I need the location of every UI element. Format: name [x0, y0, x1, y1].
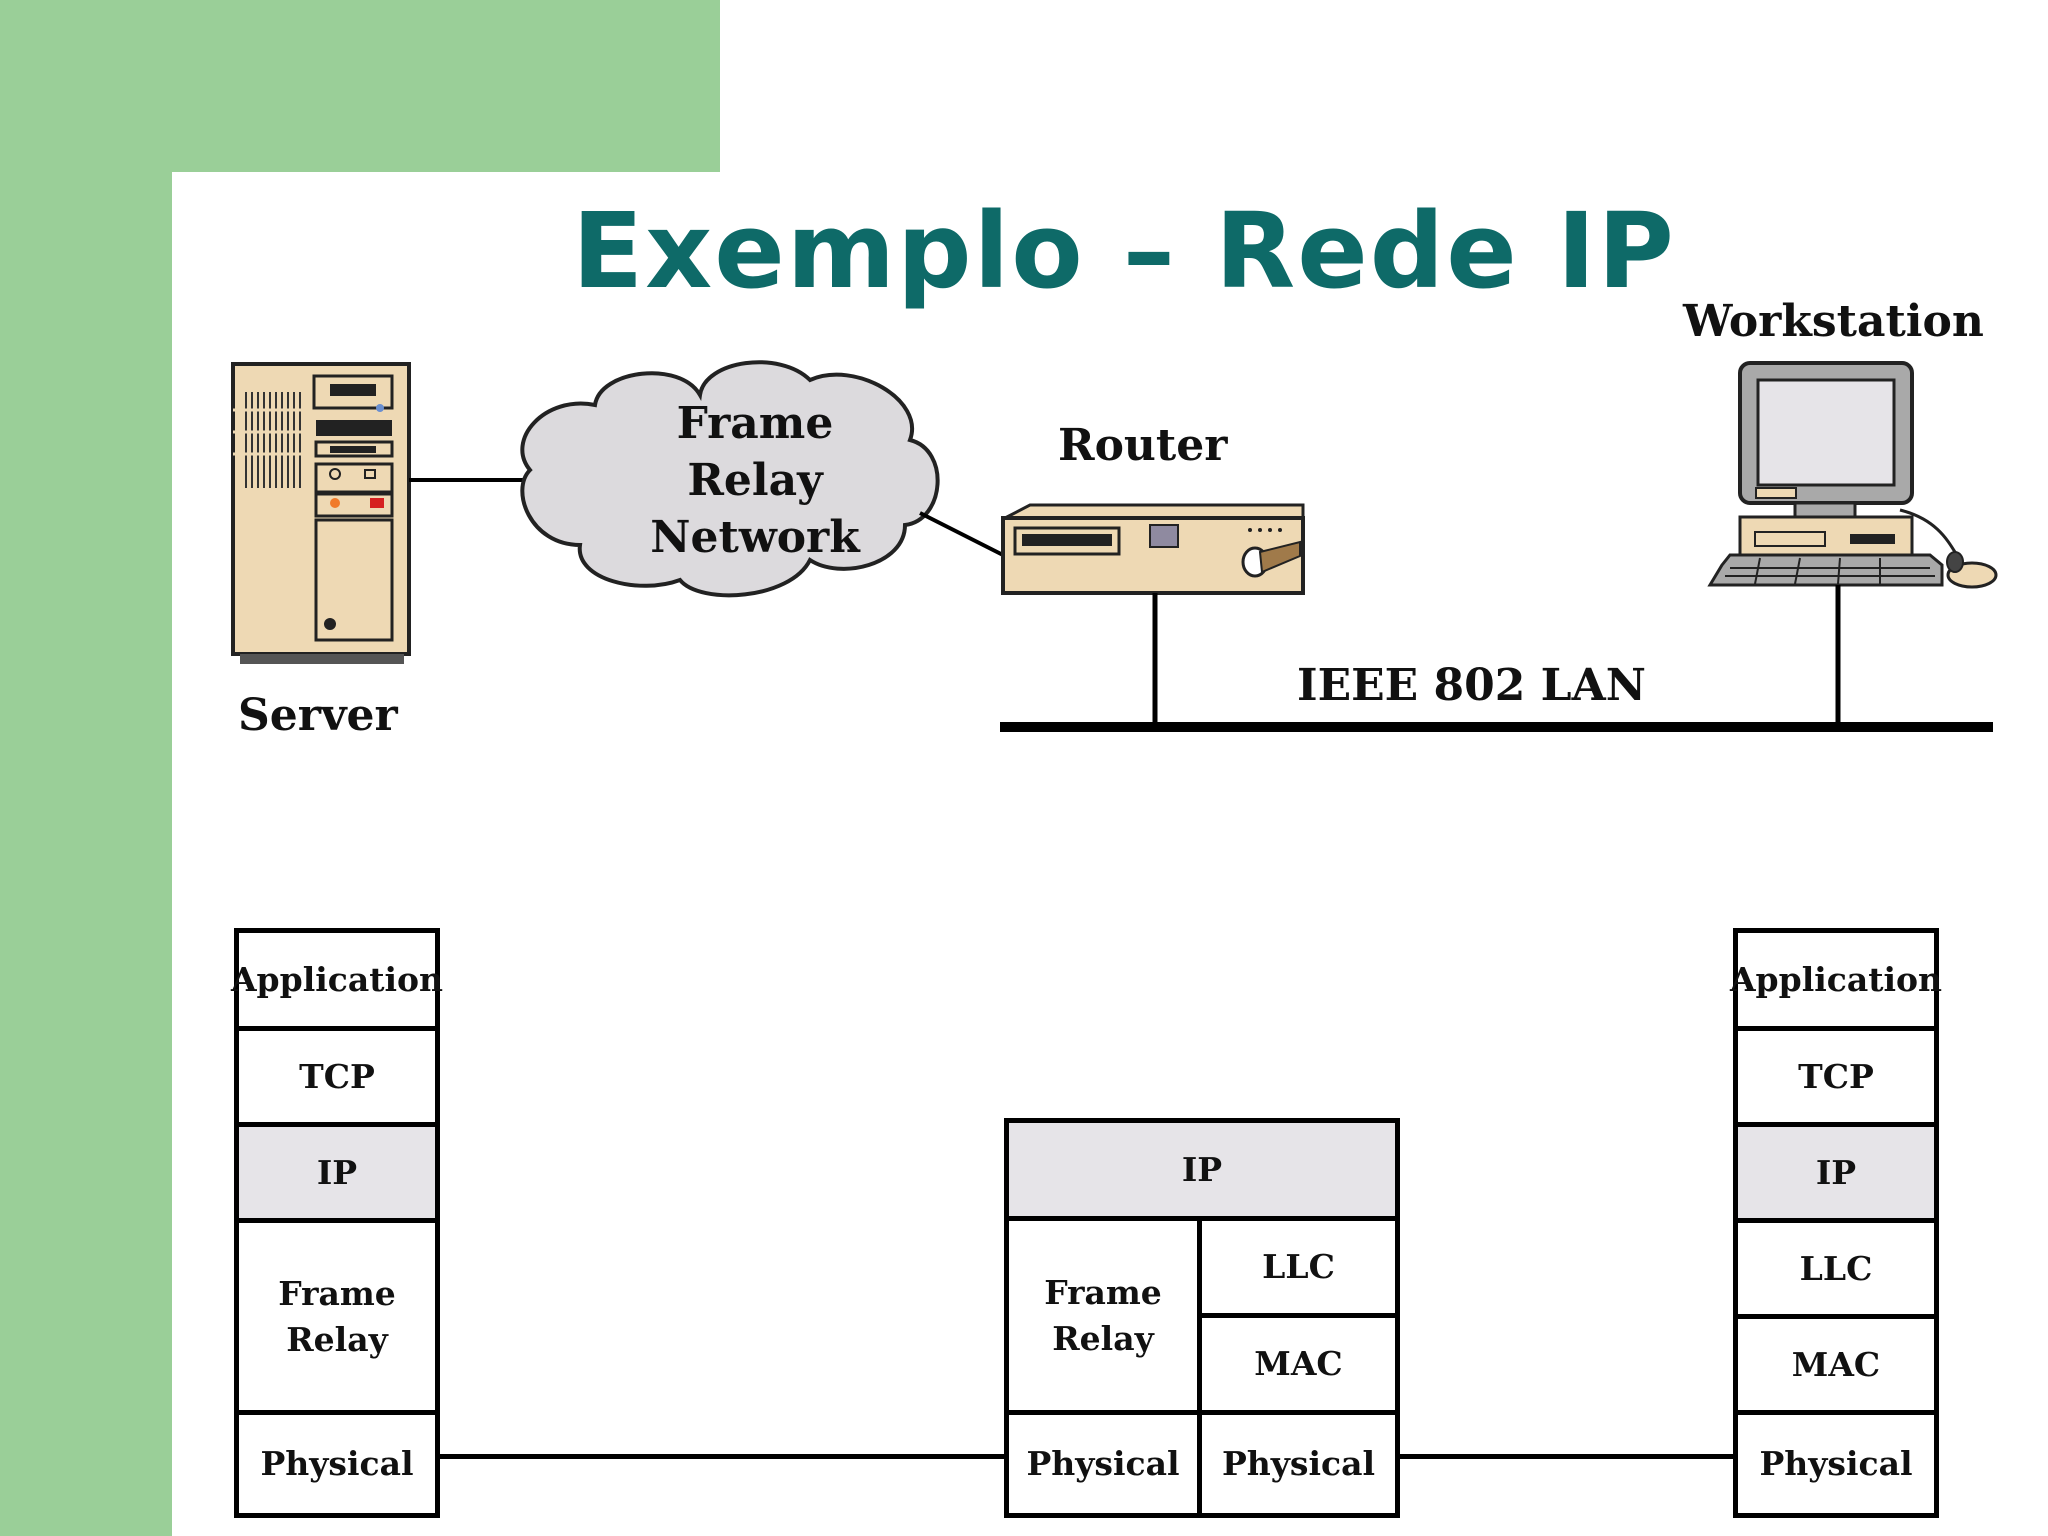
workstation-mac-text: MAC	[1791, 1344, 1881, 1384]
workstation-protocol-stack: Application TCP IP LLC MAC Physical	[1730, 928, 1942, 1518]
workstation-llc-text: LLC	[1799, 1248, 1873, 1288]
router-physical-left-text: Physical	[1026, 1444, 1180, 1483]
workstation-label: Workstation	[1683, 296, 1984, 347]
server-layer-tcp: TCP	[239, 1031, 435, 1122]
server-label: Server	[238, 690, 398, 741]
router-label: Router	[1058, 420, 1228, 471]
server-ip-text: IP	[316, 1152, 358, 1192]
server-layer-physical: Physical	[239, 1415, 435, 1513]
physical-link-router-workstation	[1400, 1454, 1733, 1459]
router-layer-mac: MAC	[1202, 1318, 1395, 1410]
router-llc-text: LLC	[1262, 1247, 1335, 1286]
frame-relay-cloud	[520, 360, 940, 598]
server-layer-ip: IP	[239, 1127, 435, 1218]
router-icon	[1001, 503, 1305, 595]
router-frame-relay-line-2: Relay	[1052, 1318, 1154, 1358]
router-mac-text: MAC	[1254, 1344, 1343, 1383]
cloud-label: Frame Relay Network	[630, 395, 880, 566]
server-application-text: Application	[230, 959, 444, 999]
workstation-ip-text: IP	[1815, 1152, 1857, 1192]
router-layer-physical-left: Physical	[1009, 1415, 1197, 1513]
workstation-layer-application: Application	[1730, 933, 1942, 1026]
cloud-label-line-3: Network	[650, 512, 860, 563]
cloud-label-line-2: Relay	[687, 455, 823, 506]
server-layer-frame-relay: Frame Relay	[239, 1223, 435, 1410]
router-protocol-stack: IP Frame Relay LLC MAC Physical Physical	[1004, 1118, 1400, 1518]
server-protocol-stack: Application TCP IP Frame Relay Physical	[231, 928, 443, 1518]
server-tcp-text: TCP	[299, 1056, 375, 1096]
workstation-layer-tcp: TCP	[1738, 1031, 1934, 1122]
workstation-tcp-text: TCP	[1798, 1056, 1874, 1096]
cloud-label-line-1: Frame	[676, 398, 834, 449]
router-layer-frame-relay: Frame Relay	[1009, 1221, 1197, 1410]
workstation-layer-physical: Physical	[1738, 1415, 1934, 1513]
router-physical-right-text: Physical	[1221, 1444, 1376, 1483]
server-physical-text: Physical	[260, 1444, 414, 1483]
router-frame-relay-line-1: Frame	[1044, 1272, 1162, 1312]
router-layer-llc: LLC	[1202, 1221, 1395, 1313]
router-layer-physical-right: Physical	[1202, 1415, 1395, 1513]
workstation-icon	[1707, 361, 1998, 589]
workstation-layer-ip: IP	[1738, 1127, 1934, 1218]
server-frame-relay-line-1: Frame	[278, 1273, 396, 1313]
workstation-layer-mac: MAC	[1738, 1319, 1934, 1410]
server-layer-application: Application	[231, 933, 443, 1026]
lan-label: IEEE 802 LAN	[1297, 660, 1646, 711]
server-icon	[231, 362, 411, 664]
cloud-router-link	[919, 511, 1004, 557]
decor-green-left	[0, 0, 172, 1536]
physical-link-server-router	[440, 1454, 1004, 1459]
workstation-application-text: Application	[1729, 959, 1943, 999]
server-frame-relay-line-2: Relay	[286, 1319, 388, 1359]
router-layer-ip: IP	[1009, 1123, 1395, 1216]
router-ip-text: IP	[1181, 1149, 1223, 1189]
workstation-physical-text: Physical	[1759, 1444, 1913, 1483]
slide-title: Exemplo – Rede IP	[572, 190, 1676, 312]
workstation-layer-llc: LLC	[1738, 1223, 1934, 1314]
